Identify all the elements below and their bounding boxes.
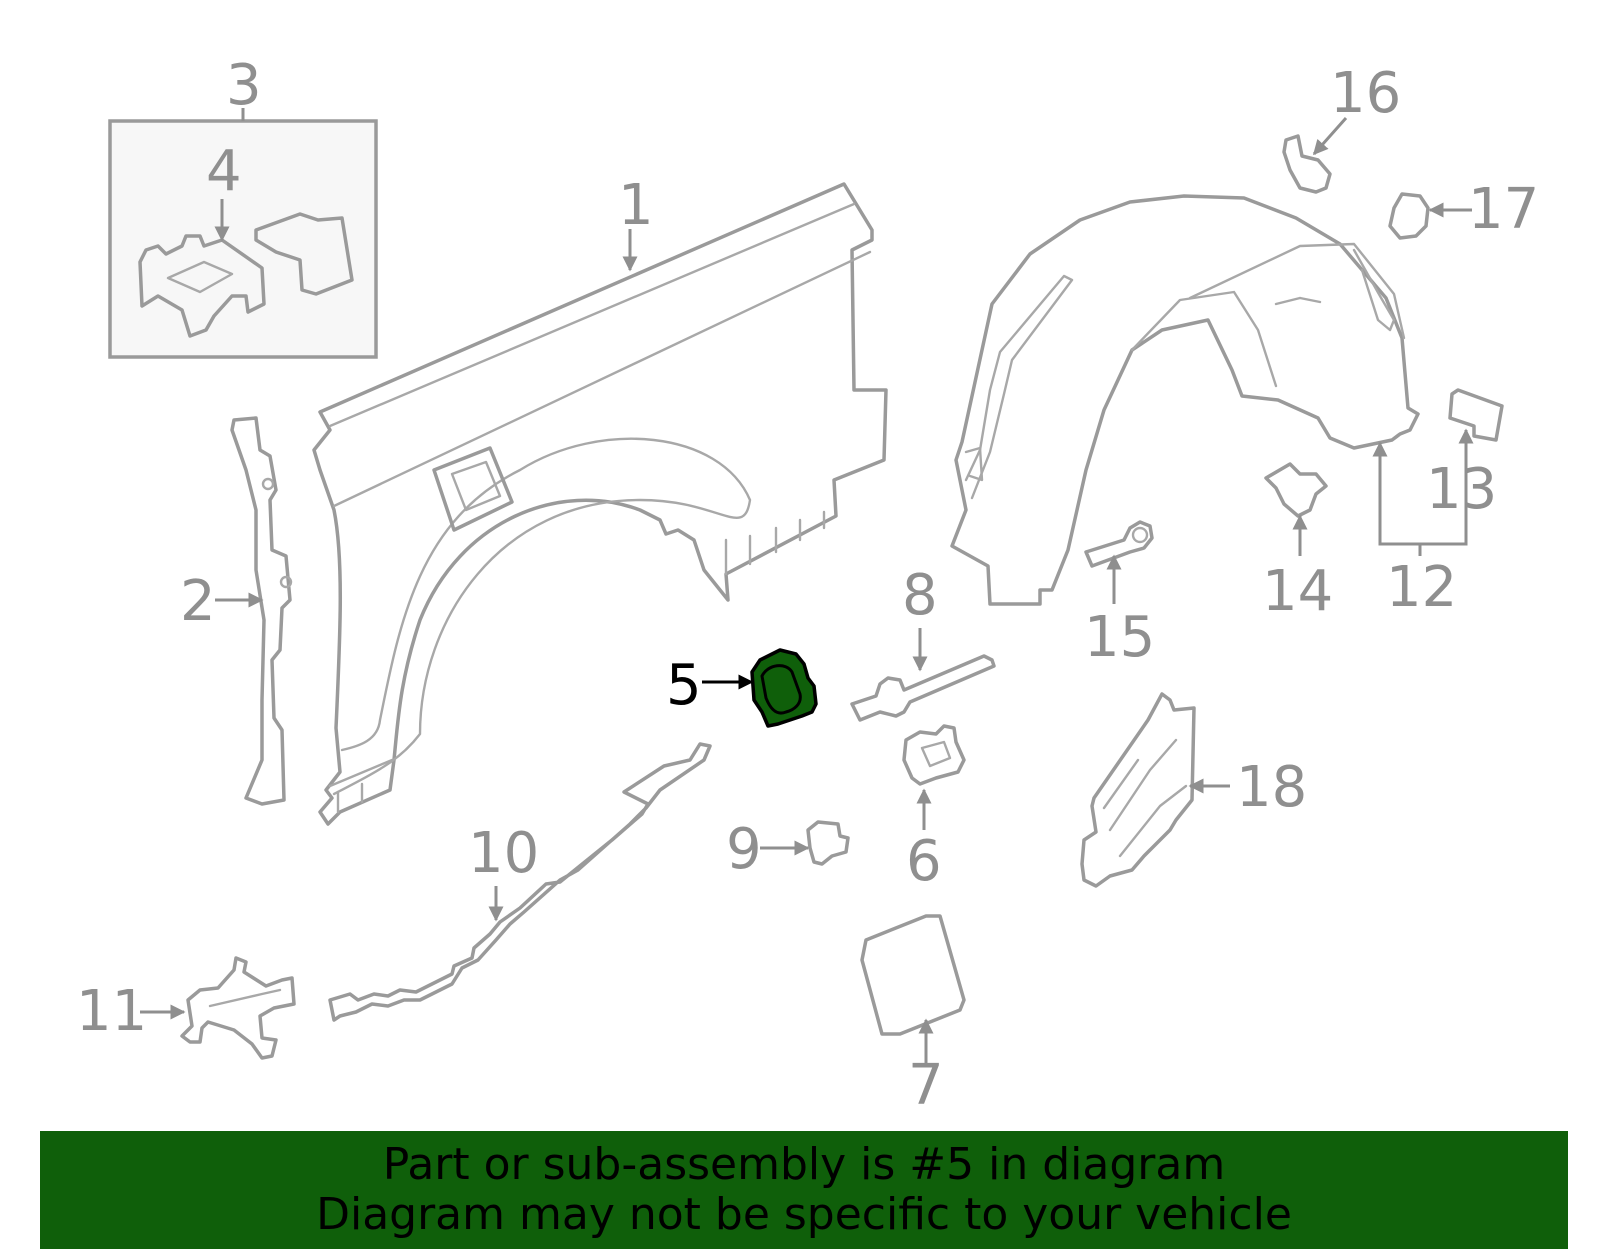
part-7-fuel-door bbox=[860, 914, 966, 1064]
part-4-bracket bbox=[138, 199, 354, 338]
part-16-push-pin bbox=[1282, 117, 1348, 194]
callout-17: 17 bbox=[1468, 177, 1539, 242]
callout-18: 18 bbox=[1236, 755, 1307, 820]
part-1-quarter-panel bbox=[312, 182, 888, 826]
callout-11: 11 bbox=[76, 979, 147, 1044]
callout-8: 8 bbox=[902, 563, 938, 628]
callout-1: 1 bbox=[618, 173, 654, 238]
callout-10: 10 bbox=[468, 821, 539, 886]
callout-2: 2 bbox=[180, 569, 216, 634]
callout-16: 16 bbox=[1330, 61, 1401, 126]
info-banner: Part or sub-assembly is #5 in diagram Di… bbox=[40, 1131, 1568, 1249]
part-10-molding bbox=[328, 742, 712, 1022]
callout-13: 13 bbox=[1426, 457, 1497, 522]
callout-3: 3 bbox=[226, 53, 262, 118]
part-5-bump-stop[interactable] bbox=[702, 648, 818, 728]
callout-15: 15 bbox=[1084, 605, 1155, 670]
banner-line-1: Part or sub-assembly is #5 in diagram bbox=[382, 1139, 1226, 1190]
callout-14: 14 bbox=[1262, 559, 1333, 624]
part-15-screw bbox=[1084, 520, 1154, 604]
part-2-pillar bbox=[215, 416, 293, 806]
callout-9: 9 bbox=[726, 817, 762, 882]
part-17-clip bbox=[1388, 192, 1472, 240]
part-11-bracket bbox=[140, 956, 296, 1060]
callout-4: 4 bbox=[206, 139, 242, 204]
part-18-splash-shield bbox=[1080, 692, 1230, 888]
part-8-stud bbox=[850, 628, 996, 722]
part-3-kit-box bbox=[108, 108, 378, 359]
callout-7: 7 bbox=[908, 1053, 944, 1118]
callout-5[interactable]: 5 bbox=[666, 653, 702, 718]
part-14-clip bbox=[1264, 462, 1328, 556]
part-12-wheel-liner bbox=[950, 194, 1474, 606]
part-9-retainer bbox=[760, 820, 850, 866]
part-6-nut bbox=[902, 724, 966, 830]
callout-12: 12 bbox=[1386, 555, 1457, 620]
part-13-clip bbox=[1448, 388, 1504, 442]
callout-6: 6 bbox=[906, 829, 942, 894]
banner-line-2: Diagram may not be specific to your vehi… bbox=[316, 1189, 1292, 1240]
parts-diagram: 1 2 3 4 5 6 7 8 9 10 11 12 13 14 15 16 1… bbox=[76, 53, 1539, 1118]
